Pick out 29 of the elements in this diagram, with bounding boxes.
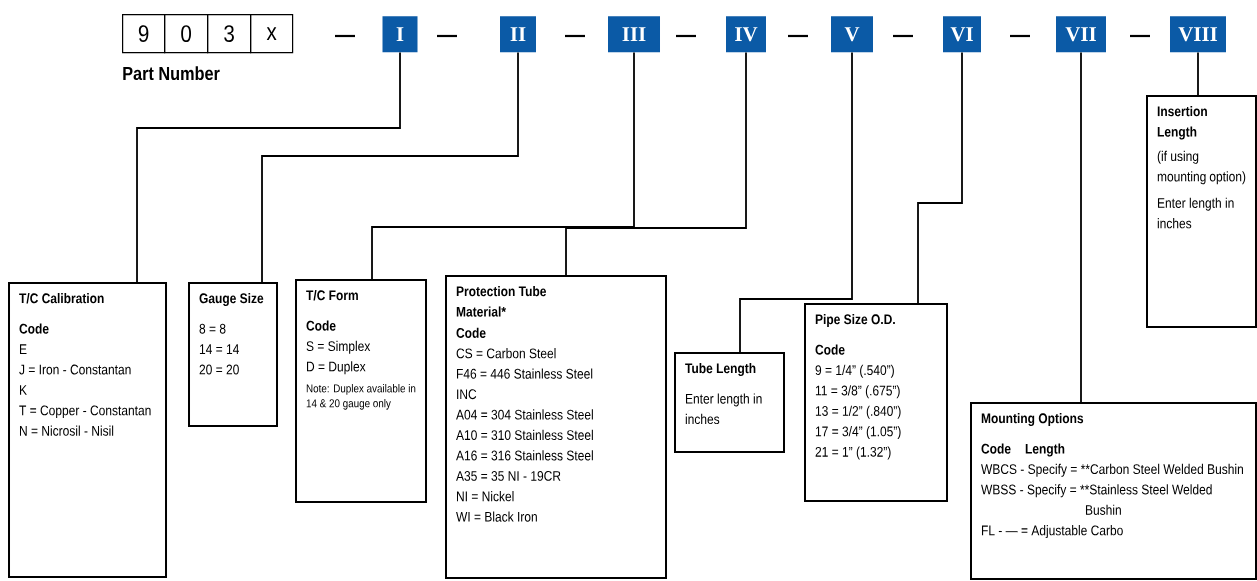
digit-box: 3 (207, 14, 252, 54)
section-box: II (500, 16, 536, 53)
part-number-label: Part Number (123, 66, 220, 81)
connector-line (1197, 51, 1199, 96)
option-box: Tube Length Enter length in inches (674, 352, 785, 453)
option-box: Mounting Options Code Length WBCS - Specify = **Carbon Steel Welded Bushin WBSS - Specify = **Stainless Steel Welded Bushin FL - — = Adjustable Carbo (970, 402, 1257, 580)
digit-box: x (250, 14, 294, 54)
option-box: T/C Calibration Code E J = Iron - Constantan K T = Copper - Constantan N = Nicrosil - Nisil (8, 282, 167, 578)
section-box: I (382, 16, 418, 53)
section-box: VI (943, 16, 981, 53)
section-box: V (831, 16, 873, 53)
connector-line (1080, 51, 1082, 403)
option-box: Protection Tube Material* Code CS = Carbon Steel F46 = 446 Stainless Steel INC A04 = 304 Stainless Steel A10 = 310 Stainless Steel A16 = 316 Stainless Steel A35 = 35 NI - 19CR NI = Nickel WI = Black Iron (445, 275, 667, 579)
option-box: Gauge Size 8 = 8 14 = 14 20 = 20 (188, 282, 278, 427)
digit-box: 9 (122, 14, 166, 54)
section-box: VIII (1170, 16, 1226, 53)
option-box: Pipe Size O.D. Code 9 = 1/4” (.540”) 11 = 3/8” (.675”) 13 = 1/2” (.840”) 17 = 3/4” (1.05”) 21 = 1” (1.32”) (804, 303, 948, 502)
connector-line (371, 51, 635, 280)
connector-line (565, 51, 747, 276)
option-box: T/C Form Code S = Simplex D = Duplex Note: Duplex available in 14 & 20 gauge only (295, 279, 427, 503)
section-box: VII (1056, 16, 1106, 53)
section-box: IV (726, 16, 766, 53)
option-box: Insertion Length (if using mounting option) Enter length in inches (1146, 95, 1257, 328)
digit-box: 0 (164, 14, 209, 54)
section-box: III (608, 16, 660, 53)
connector-line (917, 51, 963, 304)
connector-line (136, 51, 401, 283)
connector-line (261, 51, 519, 283)
connector-line (739, 51, 853, 353)
